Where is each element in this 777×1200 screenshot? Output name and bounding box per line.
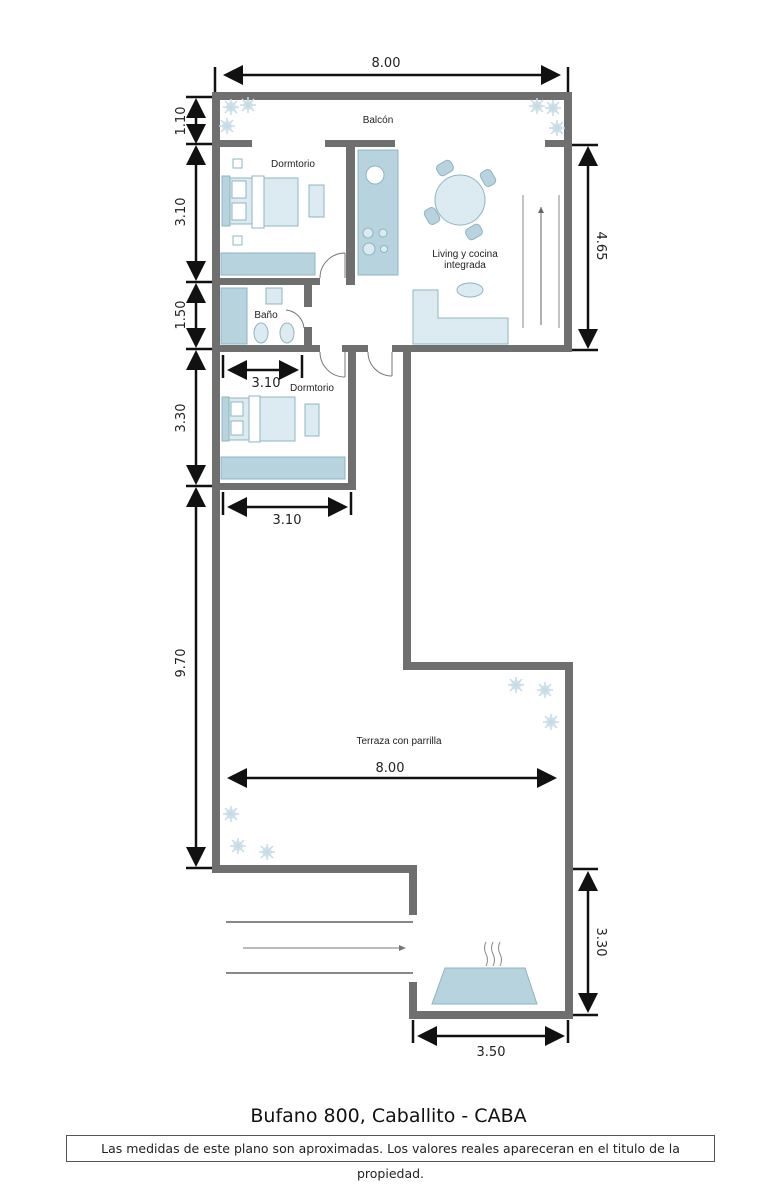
dim-parrilla-width: 3.50 [477,1045,506,1060]
dim-parrilla-height: 3.30 [593,928,608,957]
dim-dorm1-height: 3.10 [174,198,189,227]
dim-dorm2-width-top: 3.10 [252,376,281,391]
room-label-terraza: Terraza con parrilla [356,736,441,747]
dim-balcon-height: 1.10 [174,107,189,136]
floor-plan: Balcón Dormtorio Baño Living y cocina in… [174,56,608,1060]
room-label-balcon: Balcón [363,115,394,126]
dim-bano-height: 1.50 [174,301,189,330]
arrow-up-icon [538,207,544,213]
dim-dorm2-height: 3.30 [174,404,189,433]
dim-dorm2-width-bottom: 3.10 [273,513,302,528]
room-label-living-1: Living y cocina [432,249,498,260]
room-label-dormitorio-1: Dormtorio [271,159,315,170]
room-label-bano: Baño [254,310,278,321]
plan-title: Bufano 800, Caballito - CABA [250,1105,527,1127]
furniture [220,149,560,1005]
dimension-lines [186,65,598,1046]
room-label-dormitorio-2: Dormtorio [290,383,334,394]
room-label-living-2: integrada [444,260,486,271]
arrow-right-icon [399,945,406,951]
dim-living-height: 4.65 [593,232,608,261]
dim-terraza-height: 9.70 [174,649,189,678]
doors [285,252,393,378]
disclaimer-note: Las medidas de este plano son aproximada… [66,1135,715,1181]
dim-top-width: 8.00 [372,56,401,71]
walls [212,92,573,1019]
dim-terraza-width: 8.00 [376,761,405,776]
